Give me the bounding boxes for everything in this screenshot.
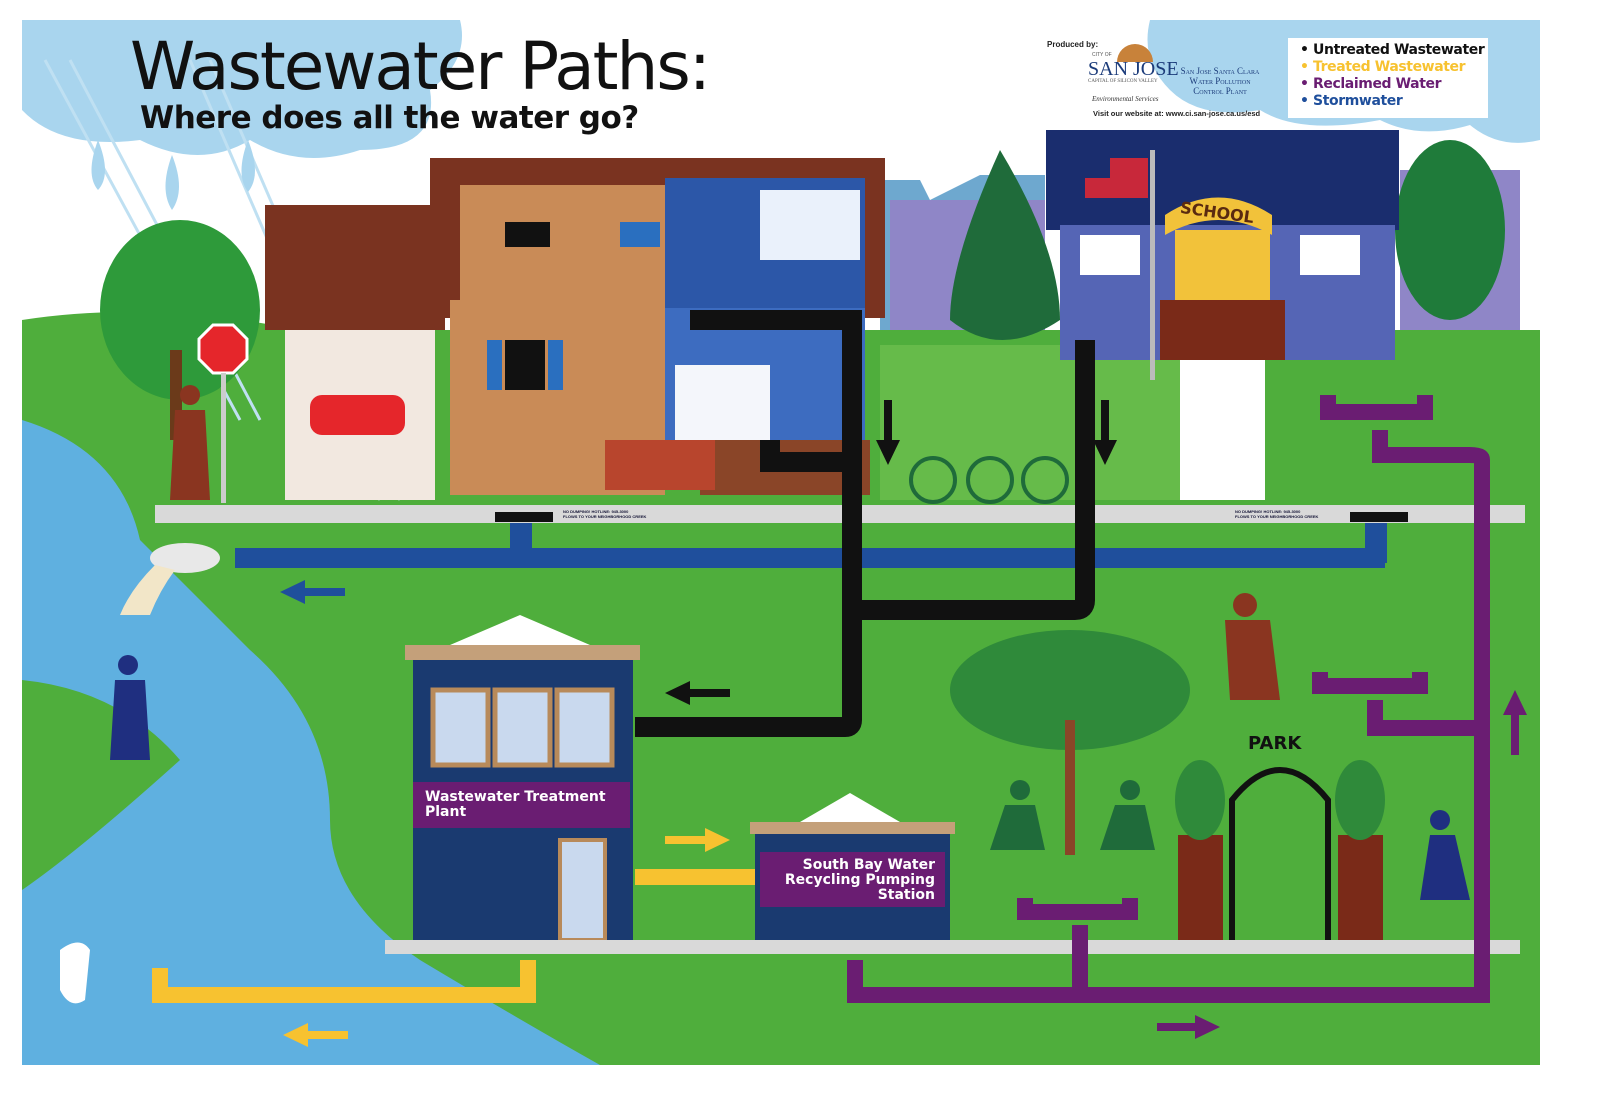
page-subtitle: Where does all the water go? bbox=[140, 100, 639, 136]
page-title: Wastewater Paths: bbox=[130, 28, 711, 105]
park-sign: PARK bbox=[1248, 733, 1302, 754]
legend: • Untreated Wastewater • Treated Wastewa… bbox=[1288, 38, 1488, 118]
sewer-pipes bbox=[635, 310, 1095, 737]
legend-label: Reclaimed Water bbox=[1313, 76, 1442, 92]
treatment-plant bbox=[405, 615, 640, 942]
sign-line2: FLOWS TO YOUR NEIGHBORHOOD CREEK bbox=[563, 514, 647, 519]
car bbox=[310, 395, 405, 435]
city-tagline: CAPITAL OF SILICON VALLEY bbox=[1088, 79, 1158, 84]
treated-pipes bbox=[152, 869, 755, 1003]
san-jose-logo-icon bbox=[1117, 44, 1153, 62]
legend-label: Treated Wastewater bbox=[1313, 59, 1466, 75]
school bbox=[1046, 130, 1399, 500]
legend-item-untreated: • Untreated Wastewater bbox=[1300, 42, 1485, 58]
produced-by-label: Produced by: bbox=[1047, 40, 1099, 49]
legend-item-treated: • Treated Wastewater bbox=[1300, 59, 1466, 75]
legend-label: Untreated Wastewater bbox=[1313, 42, 1485, 58]
legend-item-stormwater: • Stormwater bbox=[1300, 93, 1403, 109]
city-prefix: CITY OF bbox=[1092, 52, 1112, 58]
legend-label: Stormwater bbox=[1313, 93, 1403, 109]
storm-pipe bbox=[235, 548, 1385, 568]
pumping-station-label: South Bay Water Recycling Pumping Statio… bbox=[784, 857, 935, 903]
grass bbox=[22, 312, 1540, 1065]
city-name: SAN JOSE bbox=[1088, 58, 1179, 80]
department: Environmental Services bbox=[1092, 95, 1159, 103]
reclaimed-pipes bbox=[847, 395, 1490, 1003]
legend-item-reclaimed: • Reclaimed Water bbox=[1300, 76, 1442, 92]
storm-drain-sign-right: NO DUMPING! HOTLINE: 945-3000 FLOWS TO Y… bbox=[1235, 509, 1318, 519]
raindrops bbox=[91, 140, 255, 210]
sign-line1: NO DUMPING! HOTLINE: 945-3000 bbox=[563, 509, 629, 514]
plant-name: San Jose Santa Clara Water Pollution Con… bbox=[1180, 66, 1260, 96]
sign-line2: FLOWS TO YOUR NEIGHBORHOOD CREEK bbox=[1235, 514, 1319, 519]
website-link[interactable]: Visit our website at: www.ci.san-jose.ca… bbox=[1093, 109, 1261, 118]
park bbox=[950, 630, 1385, 940]
storm-drain-sign-left: NO DUMPING! HOTLINE: 945-3000 FLOWS TO Y… bbox=[563, 509, 646, 519]
sign-line1: NO DUMPING! HOTLINE: 945-3000 bbox=[1235, 509, 1301, 514]
flow-arrows bbox=[280, 400, 1527, 1047]
heron bbox=[60, 942, 90, 1004]
cloud-left bbox=[22, 20, 462, 158]
pumping-station bbox=[750, 793, 955, 940]
sidewalk bbox=[155, 505, 1525, 523]
treatment-plant-label: Wastewater Treatment Plant bbox=[425, 789, 606, 820]
stop-sign bbox=[197, 323, 249, 375]
